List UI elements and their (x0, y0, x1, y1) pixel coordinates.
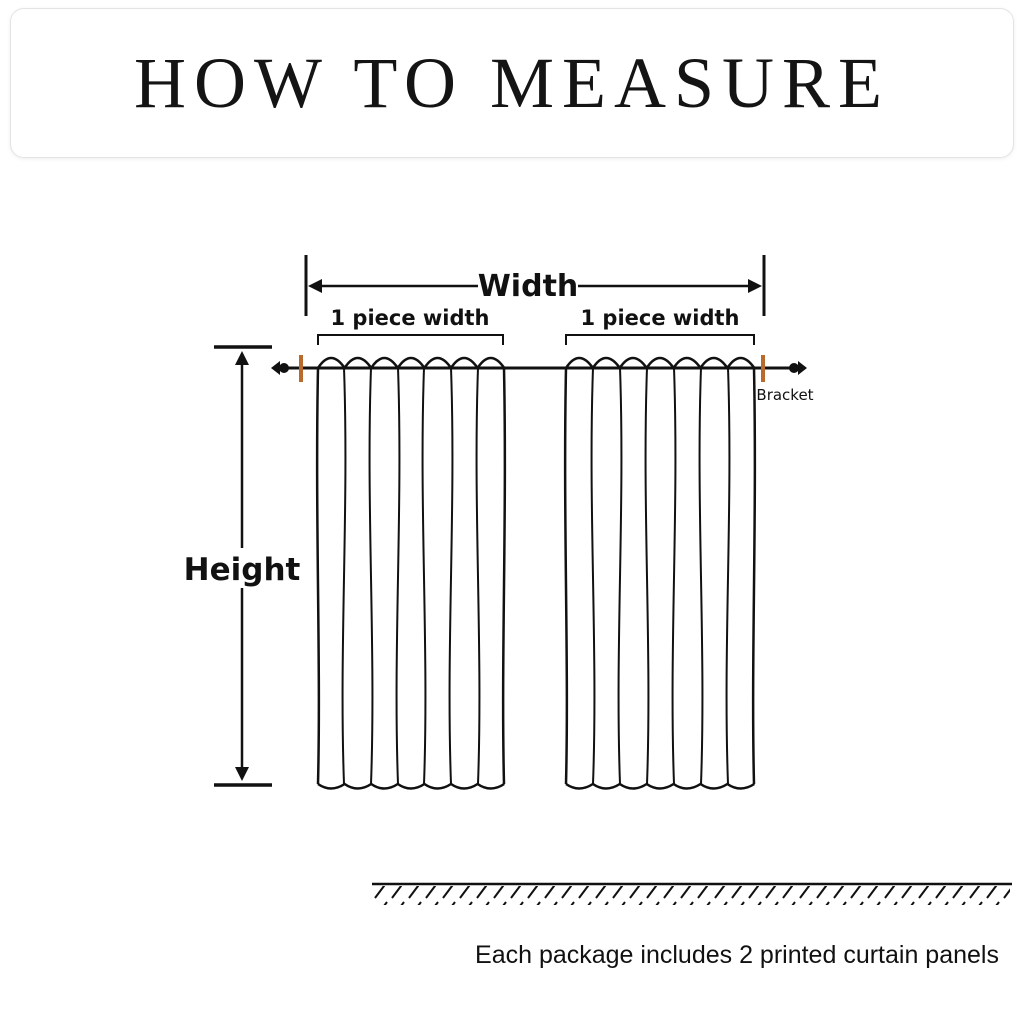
page-title: HOW TO MEASURE (133, 42, 891, 123)
curtain-left-edge-right (501, 367, 507, 785)
curtain-panel-right (563, 356, 757, 790)
curtain-right-top-scallops (564, 356, 756, 371)
piece-width-right-measure: 1 piece width (565, 306, 755, 345)
title-card: HOW TO MEASURE (10, 8, 1014, 158)
height-measure: Height (184, 345, 301, 787)
curtain-left-edge-left (315, 367, 321, 785)
curtain-fold (671, 367, 677, 785)
height-label-background (192, 548, 292, 588)
package-caption: Each package includes 2 printed curtain … (475, 941, 999, 969)
curtain-fold (421, 367, 427, 785)
curtain-right-bottom-wave (565, 782, 755, 790)
curtain-fold (395, 367, 401, 785)
curtain-panel-left (315, 356, 507, 790)
curtain-fold (698, 367, 704, 785)
rod-finial-right (789, 363, 799, 373)
curtain-right-edge-right (751, 367, 757, 785)
curtain-fold (590, 367, 596, 785)
floor-hatching (374, 886, 1010, 905)
height-arrowhead-bottom (235, 767, 249, 781)
floor (372, 882, 1012, 905)
piece-width-right-label: 1 piece width (580, 306, 739, 330)
width-arrowhead-left (308, 279, 322, 293)
curtain-fold (725, 367, 731, 785)
piece-width-left-measure: 1 piece width (317, 306, 504, 345)
piece-width-right-bracket (565, 334, 755, 345)
rod-finial-right-tip (798, 361, 807, 375)
curtain-left-bottom-wave (317, 782, 505, 790)
rod-finial-left (279, 363, 289, 373)
rod-finial-left-tip (271, 361, 280, 375)
height-label: Height (184, 552, 301, 588)
piece-width-left-label: 1 piece width (330, 306, 489, 330)
curtain-fold (341, 367, 347, 785)
curtain-right-edge-left (563, 367, 569, 785)
piece-width-left-bracket (317, 334, 504, 345)
height-arrowhead-top (235, 351, 249, 365)
curtain-fold (644, 367, 650, 785)
width-measure: Width (304, 255, 766, 316)
width-label: Width (478, 269, 579, 304)
curtain-left-top-scallops (316, 356, 506, 371)
curtain-fold (448, 367, 454, 785)
bracket-label: Bracket (756, 386, 813, 404)
width-arrowhead-right (748, 279, 762, 293)
curtain-fold (475, 367, 481, 785)
curtain-fold (368, 367, 374, 785)
curtain-fold (617, 367, 623, 785)
